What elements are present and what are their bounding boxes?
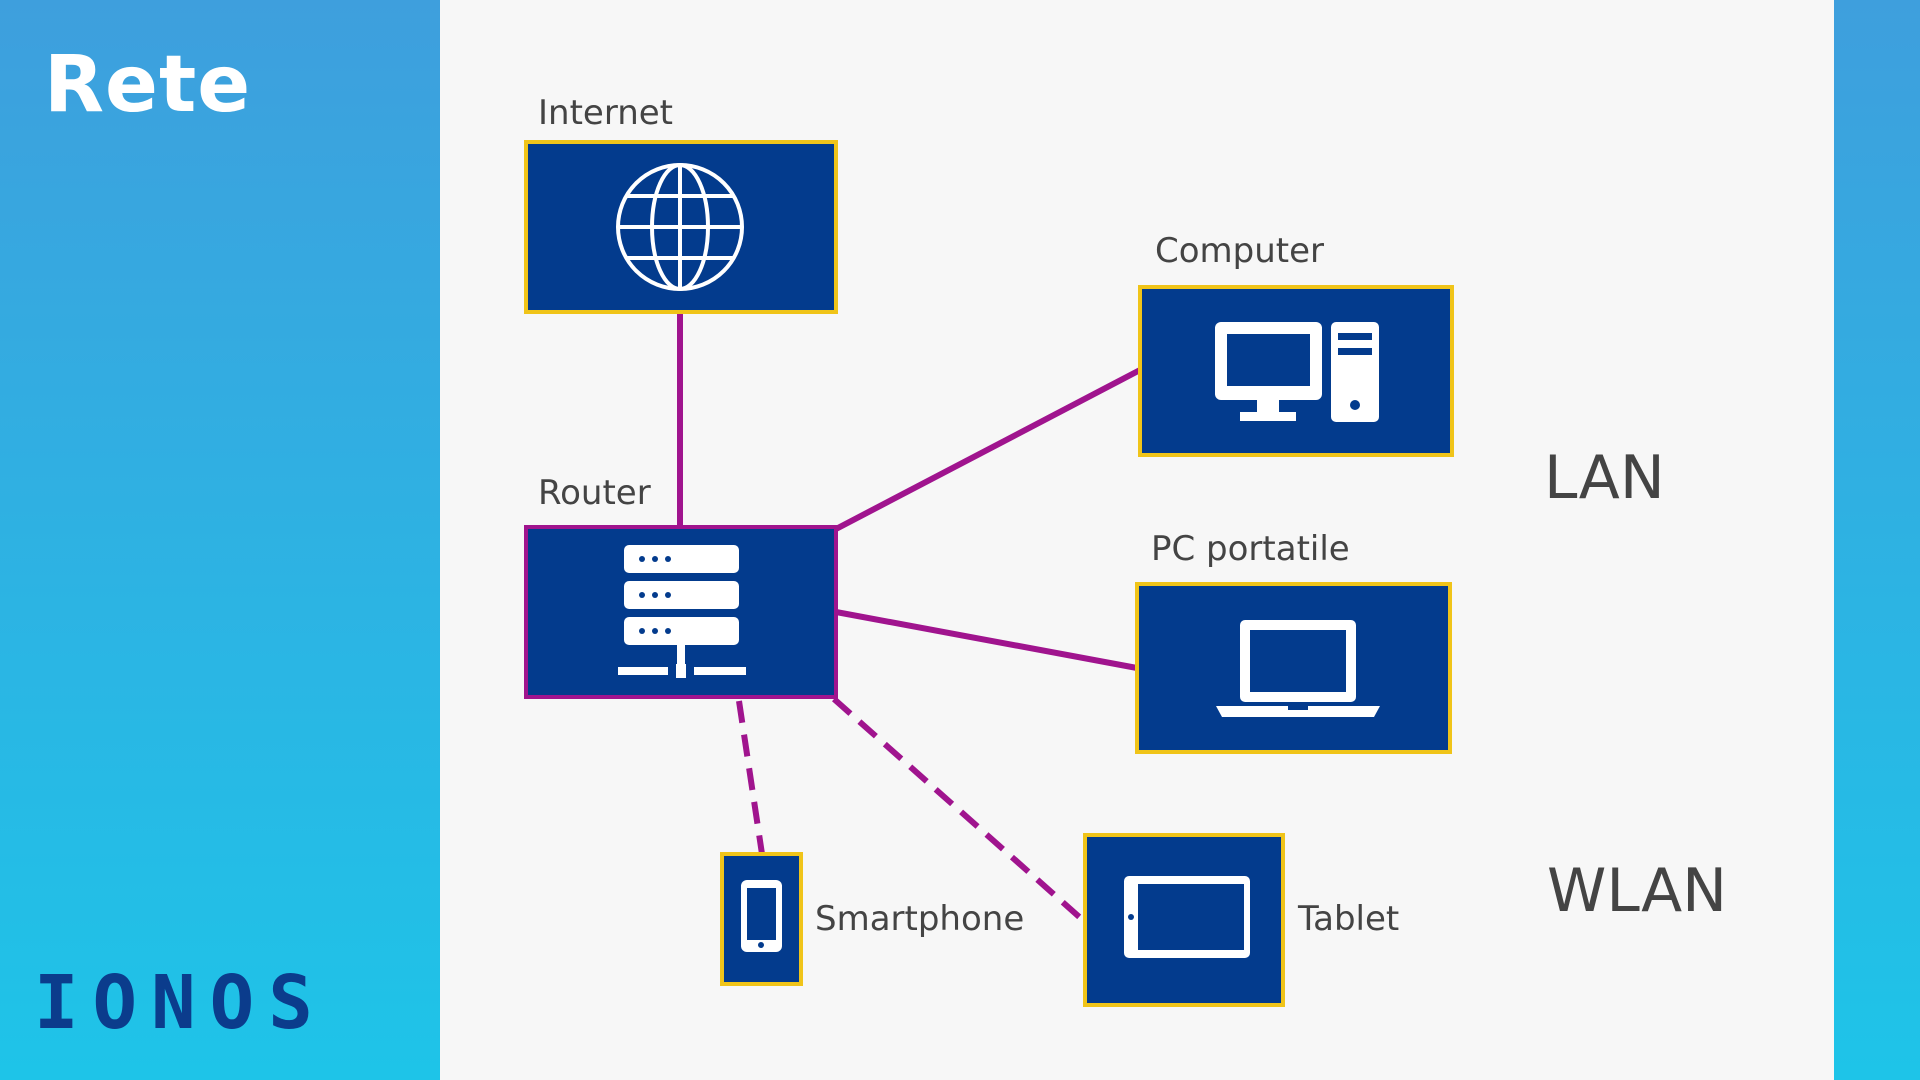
node-label-smartphone: Smartphone xyxy=(815,899,1024,939)
server-icon xyxy=(618,545,746,678)
node-router: Router xyxy=(524,473,838,699)
node-laptop: PC portatile xyxy=(1135,529,1452,754)
smartphone-icon xyxy=(741,880,782,952)
page-title: Rete xyxy=(44,40,252,130)
node-label-internet: Internet xyxy=(538,93,673,133)
node-label-router: Router xyxy=(538,473,651,513)
ionos-logo: IONOS xyxy=(34,960,327,1046)
link-router-smartphone xyxy=(736,700,765,855)
right-sidebar xyxy=(1834,0,1920,1080)
link-router-laptop xyxy=(835,609,1138,671)
globe-icon xyxy=(616,163,744,291)
node-internet: Internet xyxy=(524,93,838,314)
node-computer: Computer xyxy=(1138,231,1454,457)
node-label-laptop: PC portatile xyxy=(1151,529,1350,569)
tablet-icon xyxy=(1124,876,1250,958)
group-label-lan: LAN xyxy=(1544,443,1665,513)
laptop-icon xyxy=(1216,620,1380,717)
node-label-computer: Computer xyxy=(1155,231,1324,271)
group-label-wlan: WLAN xyxy=(1547,856,1727,926)
link-router-computer xyxy=(834,367,1142,532)
node-smartphone: Smartphone xyxy=(720,852,1024,986)
link-router-tablet xyxy=(832,696,1087,925)
node-tablet: Tablet xyxy=(1083,833,1399,1007)
desktop-computer-icon xyxy=(1215,322,1379,422)
node-label-tablet: Tablet xyxy=(1297,899,1399,939)
